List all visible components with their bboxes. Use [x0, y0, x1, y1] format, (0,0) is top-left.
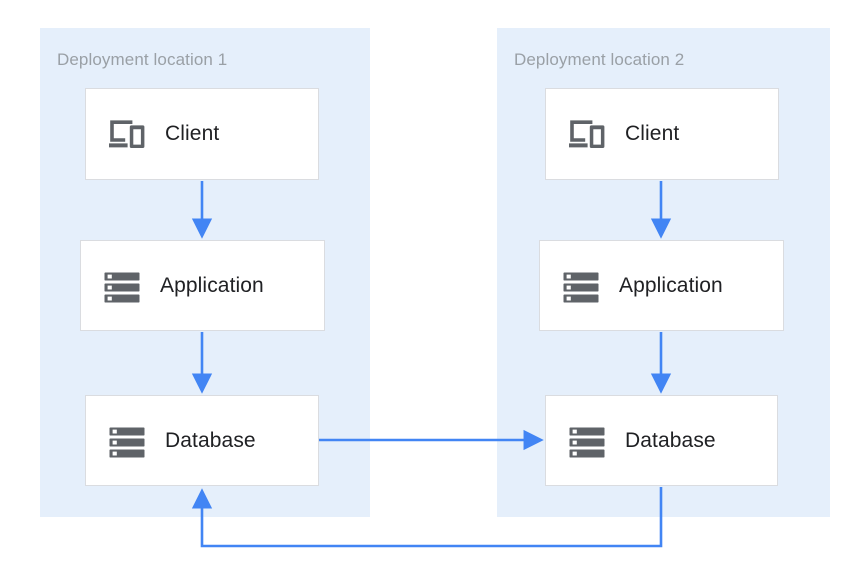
- node-database-1[interactable]: Database: [85, 395, 319, 486]
- node-database-2[interactable]: Database: [545, 395, 778, 486]
- node-client-1-label: Client: [165, 122, 220, 145]
- deployment-zone-2-label: Deployment location 2: [514, 50, 685, 69]
- node-application-2-label: Application: [619, 273, 723, 297]
- server-icon: [104, 272, 140, 302]
- server-icon: [563, 272, 599, 302]
- deployment-zone-1-label: Deployment location 1: [57, 50, 228, 69]
- node-application-2[interactable]: Application: [539, 240, 784, 331]
- node-application-1-label: Application: [160, 273, 264, 297]
- node-database-2-label: Database: [625, 428, 716, 452]
- devices-icon: [569, 120, 605, 148]
- node-database-1-label: Database: [165, 428, 256, 452]
- server-icon: [109, 427, 145, 457]
- devices-icon: [109, 120, 145, 148]
- node-application-1[interactable]: Application: [80, 240, 325, 331]
- node-client-2-label: Client: [625, 122, 680, 145]
- server-icon: [569, 427, 605, 457]
- node-client-1[interactable]: Client: [85, 88, 319, 180]
- node-client-2[interactable]: Client: [545, 88, 779, 180]
